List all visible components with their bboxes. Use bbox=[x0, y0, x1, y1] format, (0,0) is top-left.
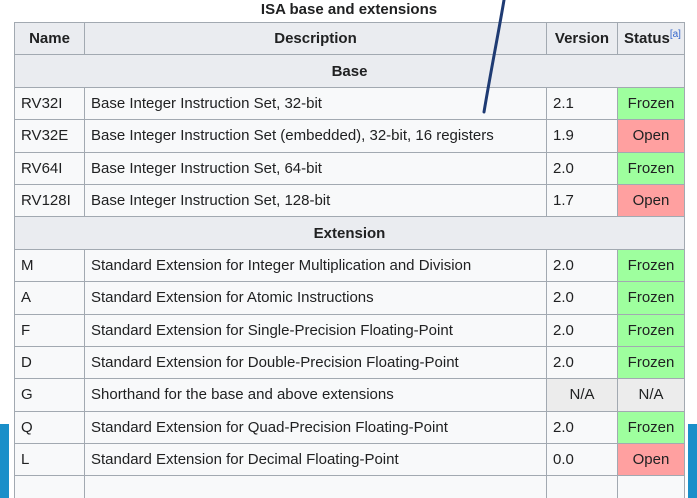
version-cell: 2.0 bbox=[546, 281, 618, 315]
isa-name-cell: RV64I bbox=[14, 151, 85, 185]
description-cell: Standard Extension for Atomic Instructio… bbox=[84, 281, 547, 315]
isa-name-cell bbox=[14, 475, 85, 498]
status-column-header[interactable]: Status[a] bbox=[617, 21, 685, 56]
status-cell bbox=[617, 475, 685, 498]
isa-name-cell: D bbox=[14, 345, 85, 380]
description-cell: Base Integer Instruction Set, 32-bit bbox=[84, 86, 547, 121]
isa-name-cell: M bbox=[14, 248, 85, 283]
description-cell: Standard Extension for Double-Precision … bbox=[84, 345, 547, 380]
version-cell: N/A bbox=[546, 378, 618, 412]
version-cell: 1.7 bbox=[546, 183, 618, 218]
description-cell: Base Integer Instruction Set (embedded),… bbox=[84, 119, 547, 153]
isa-name-cell: A bbox=[14, 281, 85, 315]
version-cell: 2.0 bbox=[546, 151, 618, 185]
isa-name-cell: Q bbox=[14, 410, 85, 445]
description-cell: Standard Extension for Integer Multiplic… bbox=[84, 248, 547, 283]
extension-section-row: Extension bbox=[14, 216, 685, 250]
version-column-header[interactable]: Version bbox=[546, 21, 618, 56]
status-footnote-link[interactable]: [a] bbox=[669, 29, 681, 41]
status-cell: Frozen bbox=[617, 313, 685, 347]
status-cell: N/A bbox=[617, 378, 685, 412]
right-edge-accent bbox=[688, 424, 697, 498]
base-section-header: Base bbox=[14, 54, 685, 88]
status-header-label: Status bbox=[624, 30, 670, 48]
version-cell: 0.0 bbox=[546, 443, 618, 477]
version-cell: 1.9 bbox=[546, 119, 618, 153]
description-column-header[interactable]: Description bbox=[84, 21, 547, 56]
status-cell: Frozen bbox=[617, 345, 685, 380]
description-cell: Base Integer Instruction Set, 64-bit bbox=[84, 151, 547, 185]
status-cell: Open bbox=[617, 183, 685, 218]
version-cell: 2.0 bbox=[546, 248, 618, 283]
isa-name-cell: RV32E bbox=[14, 119, 85, 153]
isa-name-cell: G bbox=[14, 378, 85, 412]
isa-name-cell: L bbox=[14, 443, 85, 477]
version-cell bbox=[546, 475, 618, 498]
version-cell: 2.1 bbox=[546, 86, 618, 121]
isa-name-cell: F bbox=[14, 313, 85, 347]
status-cell: Frozen bbox=[617, 281, 685, 315]
version-cell: 2.0 bbox=[546, 410, 618, 445]
status-cell: Open bbox=[617, 119, 685, 153]
isa-name-cell: RV128I bbox=[14, 183, 85, 218]
description-cell: Standard Extension for Quad-Precision Fl… bbox=[84, 410, 547, 445]
header-row: Name Description Version Status[a] bbox=[14, 21, 685, 56]
description-cell: Standard Extension for Decimal Floating-… bbox=[84, 443, 547, 477]
table-row bbox=[14, 475, 685, 498]
extension-section-header: Extension bbox=[14, 216, 685, 250]
left-edge-accent bbox=[0, 424, 9, 498]
description-cell: Base Integer Instruction Set, 128-bit bbox=[84, 183, 547, 218]
status-cell: Open bbox=[617, 443, 685, 477]
status-cell: Frozen bbox=[617, 86, 685, 121]
version-cell: 2.0 bbox=[546, 313, 618, 347]
description-cell: Shorthand for the base and above extensi… bbox=[84, 378, 547, 412]
isa-name-cell: RV32I bbox=[14, 86, 85, 121]
base-section-row: Base bbox=[14, 54, 685, 88]
version-cell: 2.0 bbox=[546, 345, 618, 380]
status-cell: Frozen bbox=[617, 151, 685, 185]
description-cell bbox=[84, 475, 547, 498]
table-caption: ISA base and extensions bbox=[260, 1, 438, 18]
status-cell: Frozen bbox=[617, 248, 685, 283]
name-column-header[interactable]: Name bbox=[14, 21, 85, 56]
description-cell: Standard Extension for Single-Precision … bbox=[84, 313, 547, 347]
status-cell: Frozen bbox=[617, 410, 685, 445]
